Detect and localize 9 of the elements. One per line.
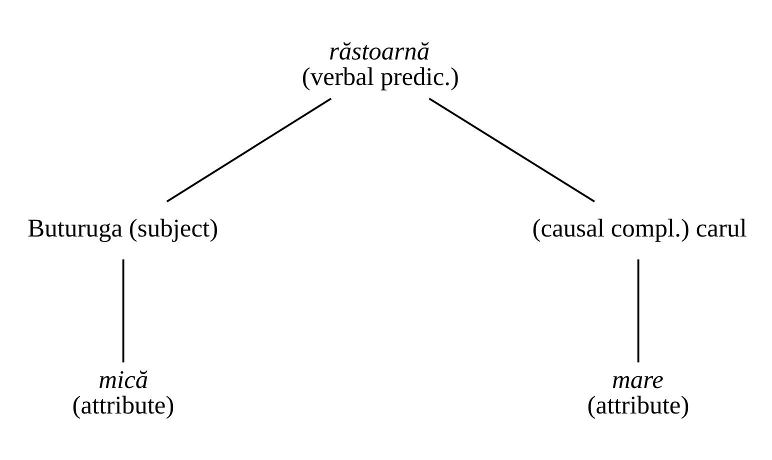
node-text: răstoarnă (verbal predic.) xyxy=(302,36,460,91)
node-text: mică (attribute) xyxy=(72,364,174,420)
connector xyxy=(637,258,640,362)
connector xyxy=(428,97,595,202)
node-text: Buturuga (subject) xyxy=(28,213,218,242)
node-text: (causal compl.) carul xyxy=(532,213,747,242)
connector xyxy=(166,97,332,202)
node-text: mare (attribute) xyxy=(587,364,690,420)
connector xyxy=(122,258,124,362)
